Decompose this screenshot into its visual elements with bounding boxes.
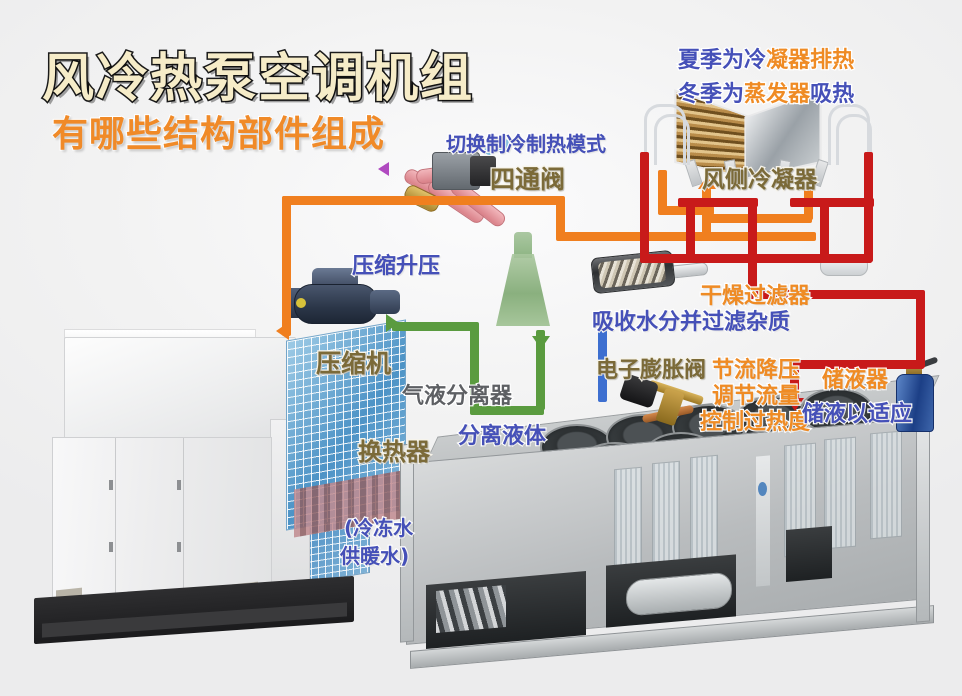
liquid-receiver-art: [892, 356, 939, 432]
label-char: 季: [699, 81, 723, 108]
pipe-orange-cond-inlet-left: [658, 170, 667, 212]
label-char: 吸: [809, 81, 833, 108]
brand-badge: [758, 482, 767, 496]
label-separator-function: 分离液体: [457, 423, 547, 450]
condenser-header-u-right-1: [828, 104, 870, 165]
pipe-red-to-receiver: [748, 290, 924, 299]
label-char: 发: [765, 81, 789, 108]
pipe-red-cond-outlet-left: [640, 152, 649, 262]
pipe-red-cross-a: [678, 198, 758, 207]
label-four-way-valve: 四通阀: [489, 164, 567, 196]
label-compressor-function: 压缩升压: [351, 253, 441, 280]
pipe-red-cond-outlet-right: [864, 152, 873, 262]
left-unit-door-seam-2: [183, 438, 184, 598]
condenser-header-u-left-2: [654, 114, 690, 165]
label-char: 季: [699, 47, 723, 74]
label-char: 冷: [743, 47, 767, 74]
label-water-note-2: 供暖水): [339, 543, 411, 569]
label-char: 冬: [677, 81, 701, 108]
label-drier-filter: 干燥过滤器: [699, 283, 811, 310]
compressor-terminal-box: [370, 290, 400, 314]
pipe-red-riser-a: [686, 200, 695, 258]
pipe-red-cross-b: [790, 198, 874, 207]
pipe-orange-drop: [556, 196, 565, 240]
condenser-header-u-right-2: [836, 114, 872, 165]
page-subtitle: 有哪些结构部件组成: [51, 113, 386, 156]
label-compressor: 压缩机: [315, 348, 393, 380]
label-char: 为: [721, 81, 745, 108]
left-unit-door-handle-2: [109, 542, 113, 552]
left-chiller-unit: [24, 329, 384, 657]
label-air-side-condenser: 风侧冷凝器: [701, 166, 819, 195]
page-title: 风冷热泵空调机组: [40, 48, 475, 111]
label-drier-function: 吸收水分并过滤杂质: [591, 309, 791, 336]
label-char: 蒸: [743, 81, 767, 108]
label-exp-func-1: 节流降压: [711, 357, 801, 384]
label-char: 为: [721, 47, 745, 74]
label-heat-exchanger: 换热器: [357, 437, 432, 468]
bay-compressor-cluster: [436, 584, 506, 634]
label-char: 器: [787, 81, 811, 108]
compressor-sight-port: [296, 298, 306, 308]
left-unit-door-handle-1: [109, 480, 113, 490]
label-exp-valve: 电子膨胀阀: [595, 357, 708, 385]
arrow-red-down: [786, 398, 804, 411]
pipe-orange-riser-left: [282, 196, 291, 336]
label-char: 热: [831, 81, 855, 108]
receiver-tank: [896, 374, 934, 432]
condenser-header-u-left-1: [644, 104, 686, 165]
label-water-note-1: (冷冻水: [343, 515, 415, 541]
right-unit-fin-section-6: [870, 430, 902, 540]
arrow-green-right: [386, 314, 399, 332]
label-condenser-winter: 冬季为蒸发器吸热: [677, 76, 856, 108]
pipe-orange-cond-inlet-right: [804, 170, 813, 220]
label-char: 器: [787, 47, 811, 74]
valve-coil: [470, 156, 496, 186]
label-receiver: 储液器: [821, 367, 889, 394]
pipe-red-to-expvalve: [790, 360, 799, 404]
label-separator: 气液分离器: [401, 383, 513, 410]
pipe-orange-to-valve: [478, 196, 564, 205]
pipe-green-down-1: [470, 322, 479, 414]
pipe-red-receiver-out: [790, 360, 924, 369]
label-char: 夏: [677, 47, 701, 74]
label-exp-func-3: 控制过热度: [699, 409, 811, 436]
pipe-green-bottom: [470, 406, 544, 415]
left-unit-front-panel: [52, 437, 272, 599]
left-unit-door-handle-3: [177, 480, 181, 490]
gas-liquid-separator-art: [492, 232, 556, 328]
frame-rail-right: [916, 423, 930, 623]
compressor-body: [294, 284, 378, 324]
pipe-orange-cond-branch-right: [702, 214, 812, 223]
label-condenser-summer: 夏季为冷凝器排热: [677, 42, 856, 74]
arrow-orange-left: [276, 322, 289, 340]
pipe-red-riser-b: [748, 200, 757, 258]
pipe-green-up-to-separator: [536, 330, 545, 410]
arrow-green-down: [532, 336, 550, 349]
pipe-red-receiver-drop: [916, 290, 925, 368]
pipe-red-to-filter: [748, 254, 757, 298]
label-four-way-mode: 切换制冷制热模式: [445, 131, 607, 157]
left-unit-door-seam-1: [115, 438, 116, 598]
arrow-magenta-left: [378, 162, 389, 176]
label-char: 凝: [765, 47, 789, 74]
label-char: 热: [831, 47, 855, 74]
four-way-valve-art: [398, 137, 528, 250]
pipe-blue-water-riser: [598, 330, 607, 402]
expansion-valve-body: [655, 387, 685, 427]
label-exp-func-2: 调节流量: [711, 383, 801, 410]
separator-cone: [496, 254, 550, 326]
label-receiver-function: 储液以适应: [801, 401, 913, 428]
label-char: 排: [809, 47, 833, 74]
right-unit-center-post: [756, 455, 770, 587]
separator-neck: [514, 232, 532, 258]
pipe-green-suction-to-compressor: [392, 322, 478, 331]
left-unit-door-handle-4: [177, 542, 181, 552]
pipe-orange-top-left: [282, 196, 484, 205]
arrow-orange-up: [698, 176, 716, 189]
machinery-bay-right: [786, 525, 832, 583]
pipe-red-riser-c: [820, 200, 829, 258]
